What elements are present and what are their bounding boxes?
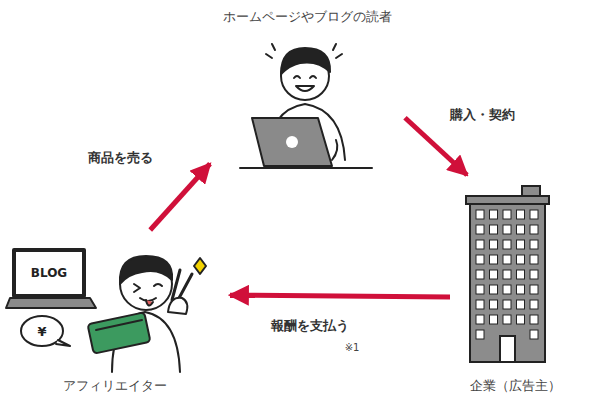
- window: [476, 315, 484, 324]
- window: [476, 240, 484, 249]
- window: [503, 255, 511, 264]
- window: [530, 300, 538, 309]
- window: [517, 240, 525, 249]
- figure-caption: ホームページやブログの読者: [221, 8, 394, 26]
- figure-node: ホームページやブログの読者: [215, 8, 400, 185]
- footnote-mark: ※1: [345, 342, 360, 353]
- window: [517, 210, 525, 219]
- reader-figure: [240, 44, 372, 168]
- window: [517, 285, 525, 294]
- window: [503, 240, 511, 249]
- window: [503, 315, 511, 324]
- window: [530, 210, 538, 219]
- window: [490, 225, 498, 234]
- window: [517, 300, 525, 309]
- window: [517, 225, 525, 234]
- window: [503, 270, 511, 279]
- window: [490, 300, 498, 309]
- figure-node: アフィリエイター: [5, 235, 225, 395]
- window: [530, 240, 538, 249]
- flow-arrow: [150, 164, 210, 230]
- flow-arrow: [405, 118, 467, 175]
- window: [490, 210, 498, 219]
- window: [503, 225, 511, 234]
- arrow-label: 商品を売る: [86, 149, 155, 167]
- window: [476, 300, 484, 309]
- window: [517, 315, 525, 324]
- window: [530, 330, 538, 339]
- flow-arrow: [230, 295, 450, 297]
- window: [530, 270, 538, 279]
- window: [490, 240, 498, 249]
- arrow-label: 購入・契約: [448, 106, 517, 124]
- window: [517, 270, 525, 279]
- window: [476, 270, 484, 279]
- affiliate-figure: [6, 250, 206, 372]
- window: [476, 255, 484, 264]
- window: [476, 210, 484, 219]
- arrow-label: 報酬を支払う: [269, 317, 351, 335]
- window: [476, 330, 484, 339]
- window: [476, 225, 484, 234]
- window: [503, 300, 511, 309]
- currency-sign: ¥: [37, 324, 46, 339]
- window: [490, 315, 498, 324]
- screen-text: BLOG: [31, 266, 67, 280]
- figure-caption: 企業（広告主）: [468, 377, 563, 395]
- window: [490, 255, 498, 264]
- window: [490, 270, 498, 279]
- window: [530, 255, 538, 264]
- window: [530, 315, 538, 324]
- window: [476, 285, 484, 294]
- window: [530, 285, 538, 294]
- figure-node: 企業（広告主）: [455, 180, 575, 395]
- building: [466, 186, 549, 362]
- window: [517, 255, 525, 264]
- window: [503, 285, 511, 294]
- window: [503, 210, 511, 219]
- figure-caption: アフィリエイター: [61, 377, 169, 395]
- window: [530, 225, 538, 234]
- window: [490, 285, 498, 294]
